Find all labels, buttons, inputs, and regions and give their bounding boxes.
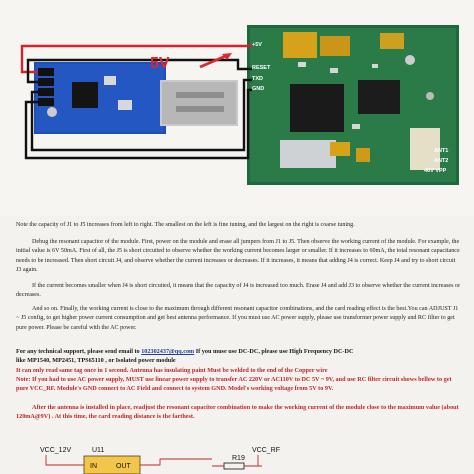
regulator-out-label: OUT bbox=[116, 463, 132, 470]
instruction-paragraph-4: And so on. Finally, the working current … bbox=[16, 306, 459, 331]
note-antenna-tuning: After the antenna is installed in place,… bbox=[16, 404, 459, 420]
contact-suffix: If you muse use DC-DC, please use High F… bbox=[195, 348, 354, 355]
rfid-module-board bbox=[247, 25, 459, 185]
note-read-interval: It can only read same tag once in 1 seco… bbox=[16, 367, 328, 374]
pin-label-5v: +5V bbox=[252, 42, 262, 48]
rc-filter-schematic: VCC_12V U11 IN OUT R19 VCC_RF bbox=[40, 447, 280, 474]
schematic-wire-in bbox=[45, 455, 84, 466]
five-volt-label: 5V bbox=[150, 55, 170, 72]
support-email-link[interactable]: 102302437@qq.com bbox=[141, 348, 195, 355]
pin-label-reset: RESET bbox=[252, 65, 271, 71]
five-volt-callout: 5V bbox=[150, 53, 232, 72]
schematic-wire-out bbox=[140, 458, 212, 466]
note-ac-power: Note: If you had to use AC power supply,… bbox=[16, 376, 452, 392]
pin-label-ant1: ANT1 bbox=[434, 148, 448, 154]
usb-ttl-adapter bbox=[34, 62, 166, 134]
contact-prefix: For any technical support, please send e… bbox=[16, 348, 140, 355]
pin-label-vpp: 46V VPP bbox=[424, 168, 447, 174]
connection-wires bbox=[20, 44, 252, 160]
resistor-ref-label: R19 bbox=[232, 455, 245, 462]
instruction-paragraph-1: Note the capacity of J1 to J5 increases … bbox=[16, 222, 355, 228]
module-wiring-photo: +5V RESET TXD GND ANT1 ANT2 46V VPP bbox=[0, 0, 474, 216]
pin-label-txd: TXD bbox=[252, 76, 263, 82]
instruction-paragraph-3: If the current becomes smaller when J4 i… bbox=[16, 283, 461, 299]
regulator-in-label: IN bbox=[90, 463, 97, 470]
usb-connector bbox=[160, 80, 238, 126]
regulator-ref-label: U11 bbox=[92, 447, 104, 454]
pin-label-ant2: ANT2 bbox=[434, 158, 448, 164]
vcc-rf-label: VCC_RF bbox=[252, 447, 280, 454]
instruction-paragraph-2: Debug the resonant capacitor of the modu… bbox=[16, 239, 460, 274]
resistor-body bbox=[223, 462, 245, 470]
contact-line-1: For any technical support, please send e… bbox=[16, 347, 462, 356]
vcc-12v-label: VCC_12V bbox=[40, 447, 71, 454]
contact-line-2: like MP1540, MP2451, TPS65110 , or Isola… bbox=[16, 357, 176, 364]
pin-label-gnd: GND bbox=[252, 86, 264, 92]
